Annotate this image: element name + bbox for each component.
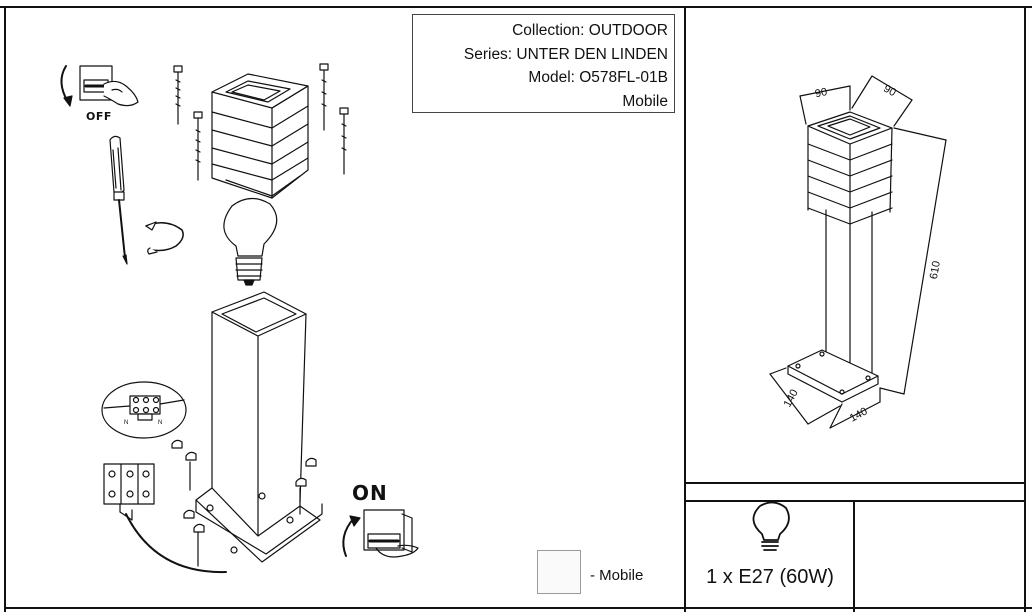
dim-top-depth: 90 [881, 83, 898, 100]
frame-divider-main [684, 6, 686, 612]
bulb-diagram-icon [223, 197, 278, 286]
screws-left-icon [173, 65, 203, 181]
on-label: ON [352, 481, 388, 505]
wiring-label-right: N [158, 420, 162, 426]
wall-switch-on-icon [342, 509, 419, 558]
frame-bottom [4, 607, 1032, 609]
bulb-spec-text: 1 x E27 (60W) [706, 566, 834, 588]
collection-text: Collection: OUTDOOR [512, 22, 668, 39]
lamp-head-icon [211, 73, 309, 199]
frame-right [1024, 6, 1026, 612]
screwdriver-icon [109, 135, 128, 265]
mobile-text: Mobile [622, 92, 668, 110]
frame-left [4, 6, 6, 612]
wiring-detail-icon [101, 381, 187, 439]
light-bulb-icon [752, 501, 790, 551]
anchor-bolts-icon [171, 439, 317, 567]
screws-right-icon [319, 63, 349, 175]
frame-h-divider-1 [684, 482, 1026, 484]
dim-height: 610 [928, 260, 943, 280]
off-label: OFF [86, 110, 112, 123]
model-text: Model: O578FL-01B [528, 69, 668, 86]
frame-h-divider-2 [684, 500, 1026, 502]
frame-top [0, 6, 1032, 8]
wall-switch-off-icon [60, 65, 139, 107]
product-info-box: Collection: OUTDOOR Series: UNTER DEN LI… [412, 14, 675, 113]
dim-base-width: 140 [782, 387, 801, 409]
frame-v-divider-spec [853, 500, 855, 612]
mobile-label: - Mobile [590, 567, 644, 584]
terminal-block-icon [103, 463, 227, 574]
wiring-label-left: N [124, 420, 128, 426]
series-text: Series: UNTER DEN LINDEN [463, 45, 668, 63]
dimensioned-lamp-drawing [769, 75, 947, 429]
dim-base-depth: 140 [848, 405, 870, 424]
mobile-lamp-icon [537, 550, 581, 594]
rotate-arrow-icon [145, 221, 184, 255]
lamp-post-body-icon [195, 291, 323, 563]
dim-top-width: 90 [814, 86, 828, 100]
